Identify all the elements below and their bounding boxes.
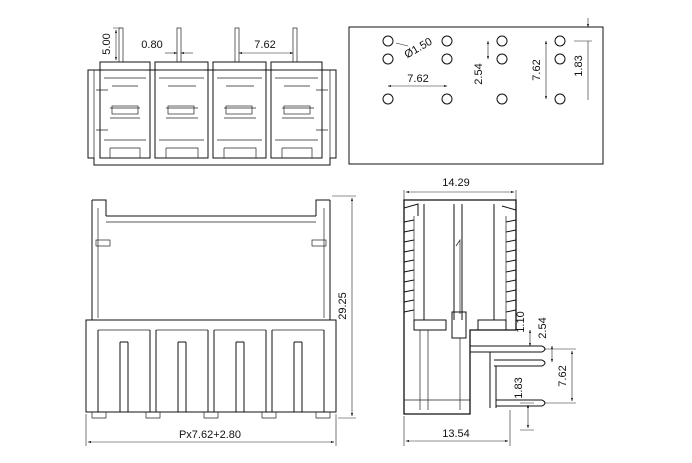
- dim-body-height: 29.25: [337, 292, 349, 320]
- dim-hole-pitch-h: 7.62: [407, 73, 428, 85]
- dim-hole-pitch-v: 7.62: [531, 59, 543, 80]
- dim-side-width-top: 14.29: [442, 177, 470, 189]
- dim-pin-width: 0.80: [141, 39, 162, 51]
- top-view: 5.00 0.80 7.62: [87, 27, 337, 166]
- dim-side-end-offset: 1.83: [513, 377, 525, 398]
- dim-hole-diameter: Ø1.50: [403, 36, 435, 61]
- holes: [382, 35, 566, 105]
- dim-hole-offset-small: 1.83: [573, 55, 585, 76]
- section-view: 14.29 13.54 1.10 2.54 7.62 1.83: [403, 177, 576, 446]
- elevation-pins: [119, 341, 303, 412]
- dim-side-width-bottom: 13.54: [442, 428, 470, 440]
- dim-side-pitch-small: 2.54: [537, 317, 549, 338]
- elevation-view: 29.25 Px7.62+2.80: [85, 195, 356, 446]
- section-pins: [470, 345, 546, 408]
- dim-side-pin-offset: 1.10: [515, 311, 527, 332]
- dim-hole-offset-v: 2.54: [473, 63, 485, 84]
- dim-side-pitch: 7.62: [557, 365, 569, 386]
- dim-total-length: Px7.62+2.80: [179, 429, 241, 441]
- top-cells: [99, 61, 323, 159]
- hole-pattern-view: Ø1.50 7.62 2.54 7.62 1.83: [348, 18, 604, 165]
- dim-pitch-top: 7.62: [254, 39, 275, 51]
- dim-pin-length: 5.00: [101, 33, 113, 54]
